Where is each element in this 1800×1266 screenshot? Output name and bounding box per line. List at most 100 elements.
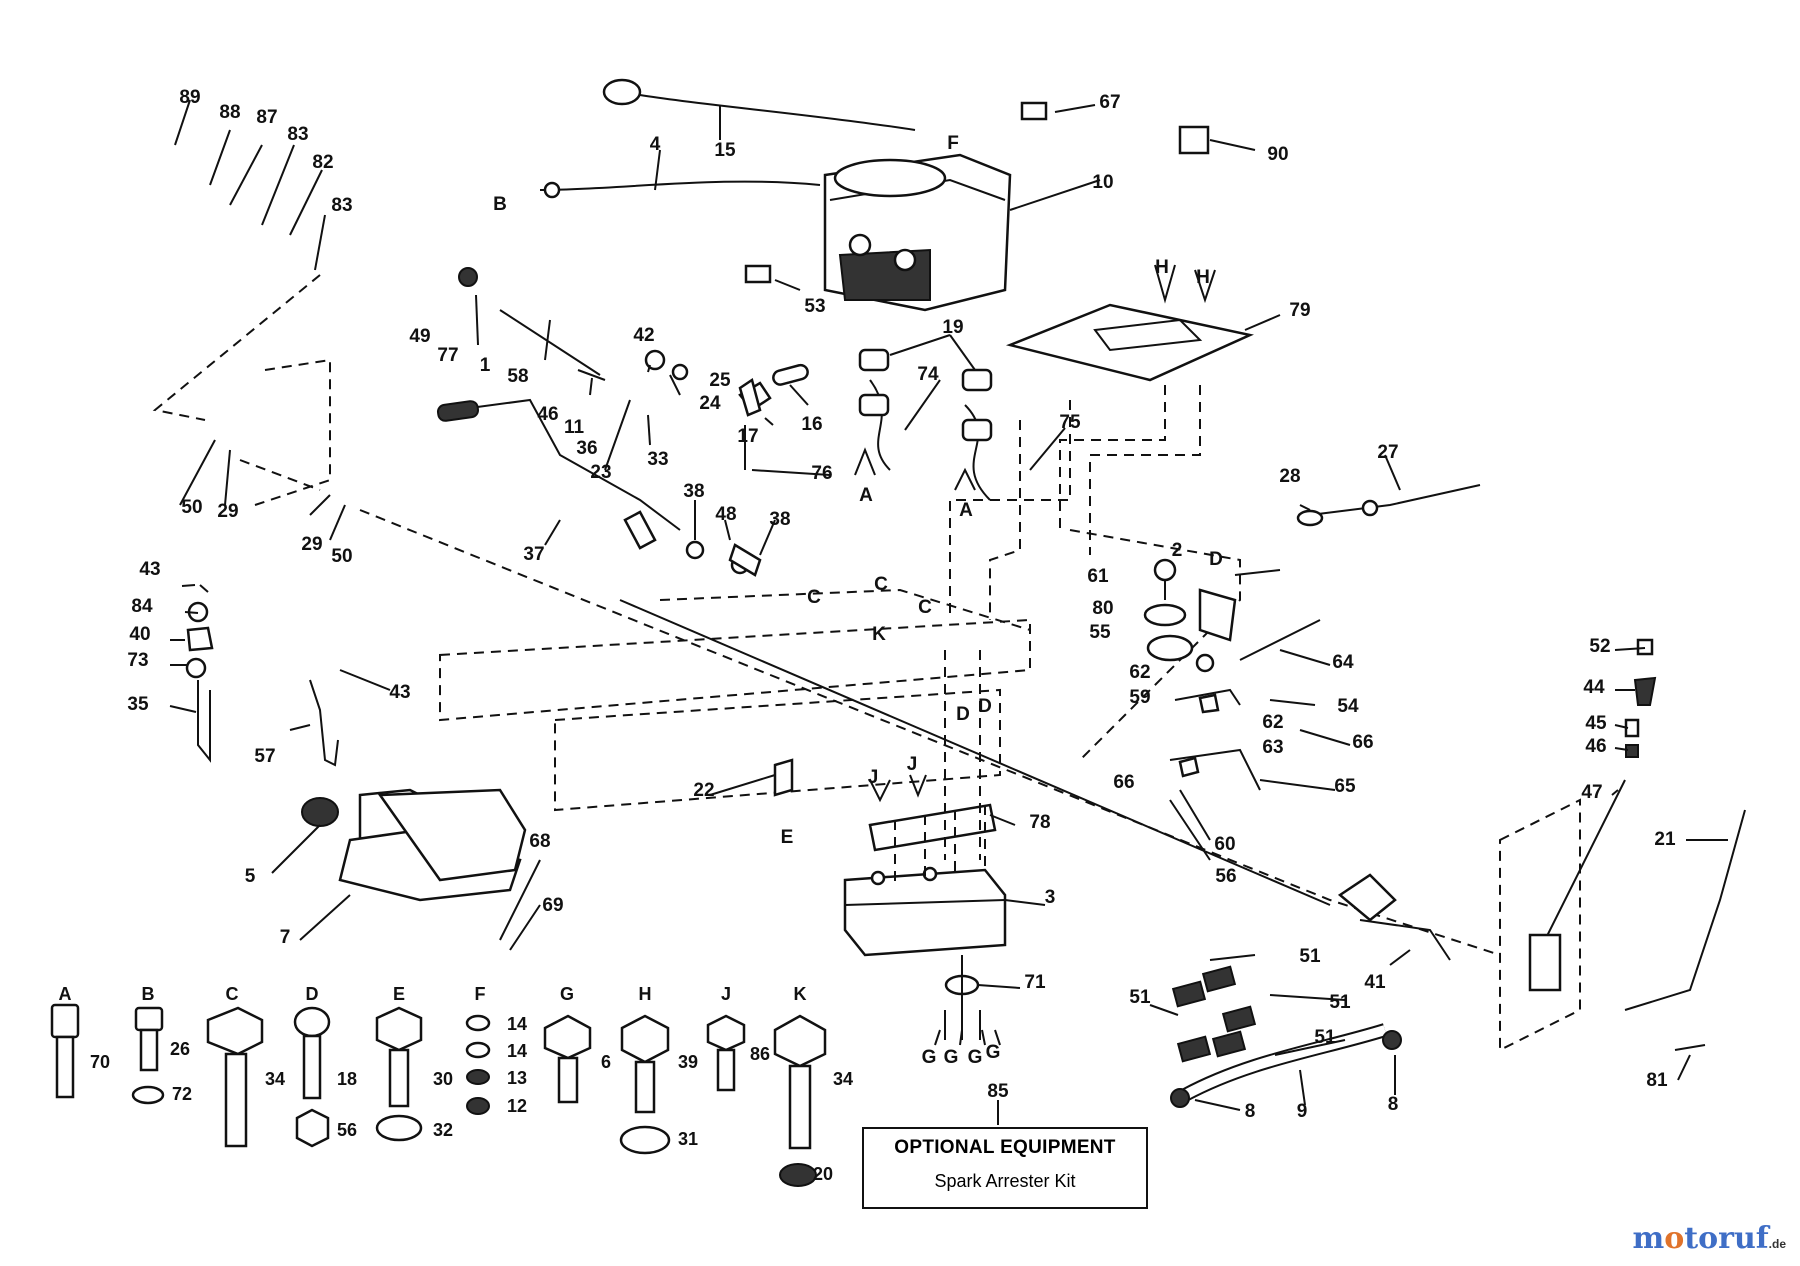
callout-c19: 19	[942, 317, 963, 338]
hardware-letter-K: K	[794, 984, 807, 1004]
callout-cH1: H	[1155, 257, 1169, 278]
hardware-part-G-0: 6	[601, 1052, 611, 1072]
callout-cA2: A	[959, 500, 973, 521]
callout-c46b: 46	[1585, 736, 1606, 757]
callout-c66a: 66	[1352, 732, 1373, 753]
callout-c64: 64	[1332, 652, 1354, 673]
hardware-part-D-1: 56	[337, 1120, 357, 1140]
callout-c41: 41	[1364, 972, 1386, 993]
callout-c50a: 50	[181, 497, 202, 518]
callout-c43b: 43	[389, 682, 410, 703]
callout-c56: 56	[1215, 866, 1236, 887]
callout-c9: 9	[1297, 1101, 1308, 1122]
optional-equipment-box: OPTIONAL EQUIPMENT Spark Arrester Kit	[862, 1127, 1148, 1209]
callout-c53: 53	[804, 296, 825, 317]
callout-c47: 47	[1581, 782, 1602, 803]
callout-cH2: H	[1196, 267, 1210, 288]
bolt-D-icon	[293, 1006, 331, 1148]
callout-c81: 81	[1646, 1070, 1668, 1091]
hardware-part-K-1: 20	[813, 1164, 833, 1184]
callout-c23: 23	[590, 462, 611, 483]
bolt-H-icon	[619, 1014, 671, 1155]
callout-c75: 75	[1059, 412, 1081, 433]
hardware-part-H-0: 39	[678, 1052, 698, 1072]
callout-c65: 65	[1334, 776, 1356, 797]
callout-c2: 2	[1172, 540, 1183, 561]
hardware-letter-D: D	[306, 984, 319, 1004]
callout-c42: 42	[633, 325, 654, 346]
callout-cA1: A	[859, 485, 873, 506]
callout-c63: 63	[1262, 737, 1283, 758]
callout-c24: 24	[699, 393, 721, 414]
callout-c45: 45	[1585, 713, 1607, 734]
callout-cG2: G	[944, 1047, 959, 1068]
callout-c73: 73	[127, 650, 148, 671]
callout-cB: B	[493, 194, 507, 215]
callout-c37: 37	[523, 544, 544, 565]
callout-cJ1: J	[868, 767, 879, 788]
hardware-part-K-0: 34	[833, 1069, 853, 1089]
callout-c76: 76	[811, 463, 832, 484]
callout-c17: 17	[737, 426, 758, 447]
callout-c68: 68	[529, 831, 550, 852]
callout-c25: 25	[709, 370, 731, 391]
callout-c36: 36	[576, 438, 597, 459]
optional-equipment-title: OPTIONAL EQUIPMENT	[894, 1137, 1116, 1158]
callout-c62b: 62	[1262, 712, 1283, 733]
callout-c58: 58	[507, 366, 528, 387]
callout-c80: 80	[1092, 598, 1113, 619]
hardware-letter-G: G	[560, 984, 574, 1004]
callout-c60: 60	[1214, 834, 1235, 855]
callout-c4: 4	[650, 134, 661, 155]
callout-c62a: 62	[1129, 662, 1150, 683]
callout-c83a: 83	[287, 124, 308, 145]
callout-c69: 69	[542, 895, 563, 916]
hardware-labels: A70B2672C34D1856E3032F14141312G6H3931J86…	[59, 984, 854, 1184]
bolt-G-icon	[543, 1014, 592, 1104]
watermark-part2: o	[1664, 1221, 1685, 1256]
callout-c40: 40	[129, 624, 150, 645]
callout-c67: 67	[1099, 92, 1120, 113]
callout-c90: 90	[1267, 144, 1288, 165]
callout-cG4: G	[986, 1042, 1001, 1063]
hardware-part-C-0: 34	[265, 1069, 285, 1089]
hardware-part-E-0: 30	[433, 1069, 453, 1089]
callout-c21: 21	[1654, 829, 1676, 850]
bolt-J-icon	[706, 1014, 746, 1092]
callout-c1: 1	[480, 355, 491, 376]
callout-c46a: 46	[537, 404, 558, 425]
hardware-part-H-1: 31	[678, 1129, 698, 1149]
callout-c44: 44	[1583, 677, 1605, 698]
callout-cC2: C	[874, 574, 888, 595]
callout-c59: 59	[1129, 687, 1150, 708]
hardware-letter-C: C	[226, 984, 239, 1004]
callout-c48: 48	[715, 504, 736, 525]
callout-c77: 77	[437, 345, 458, 366]
bolt-C-icon	[206, 1006, 264, 1148]
hardware-part-F-1: 14	[507, 1041, 527, 1061]
callout-cG1: G	[922, 1047, 937, 1068]
callout-cJ2: J	[907, 754, 918, 775]
callout-cE1: E	[781, 827, 794, 848]
optional-equipment-subtitle: Spark Arrester Kit	[934, 1171, 1076, 1191]
callout-c27: 27	[1377, 442, 1398, 463]
hardware-part-F-3: 12	[507, 1096, 527, 1116]
hardware-letter-H: H	[639, 984, 652, 1004]
callout-c38b: 38	[769, 509, 790, 530]
watermark-logo: motoruf.de	[1633, 1221, 1787, 1256]
callout-c29b: 29	[301, 534, 322, 555]
hardware-part-E-1: 32	[433, 1120, 453, 1140]
watermark-part1: m	[1632, 1221, 1665, 1256]
callout-cD1: D	[1209, 549, 1223, 570]
callout-c82: 82	[312, 152, 333, 173]
bolt-E-icon	[375, 1006, 423, 1142]
callout-c8a: 8	[1245, 1101, 1256, 1122]
callout-c8b: 8	[1388, 1094, 1399, 1115]
callout-c54: 54	[1337, 696, 1359, 717]
callout-c83b: 83	[331, 195, 352, 216]
callout-c84: 84	[131, 596, 153, 617]
callout-c3: 3	[1045, 887, 1056, 908]
muffler	[843, 866, 1007, 957]
callout-c89: 89	[179, 87, 200, 108]
